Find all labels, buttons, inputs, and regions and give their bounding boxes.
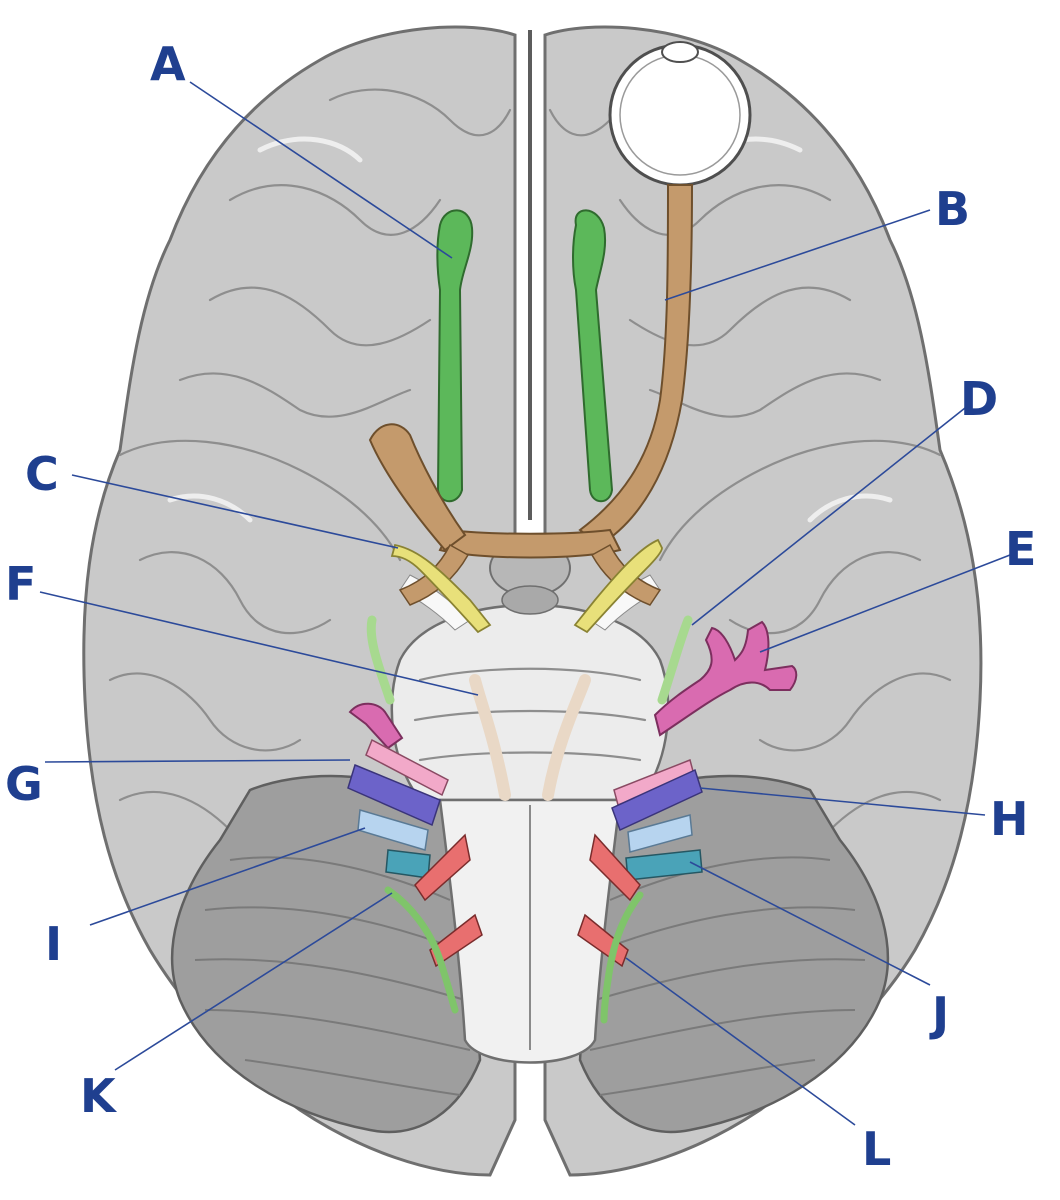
leader-k [114,892,393,1071]
left-facial-purple-band [347,763,441,827]
right-vagus-upper [589,833,641,902]
leader-j [689,861,931,986]
left-olfactory-bulb-tract [436,209,474,503]
eyeball [608,43,752,187]
gyrus-fold [828,790,942,832]
mammillary-body [501,585,559,615]
gyrus-fold [118,790,232,832]
folia [599,906,856,951]
left-vagus-upper [414,833,471,902]
label-j: J [929,987,949,1041]
right-lateral-sulcus [658,439,942,562]
label-f: F [5,557,36,611]
leader-g [44,759,351,763]
abducens-nerves [469,674,591,801]
right-oculomotor-nerve [573,538,663,634]
labels: A B C D E F G H I J K L [5,37,1036,1176]
gyrus-fold [228,184,442,236]
leader-i [89,827,366,926]
folia [244,1059,461,1096]
gyrus-fold [328,88,512,137]
right-trigeminal-nerve [653,620,798,737]
left-vestibulocochlear-band [357,809,429,851]
right-olfactory-bulb-tract [572,209,614,503]
olfactory-nerves [436,209,614,503]
optic-system [368,41,752,606]
gyrus-fold [628,286,852,347]
gyrus-fold [138,551,332,635]
leader-b [664,209,931,301]
label-b: B [935,182,970,236]
left-lateral-sulcus [118,439,402,562]
pons [390,603,670,802]
highlight [257,136,363,163]
brainstem [390,539,670,1064]
right-facial-purple-band [611,768,703,832]
trochlear-nerves [366,615,693,705]
highlight [807,493,893,523]
left-facial-pink-band [365,738,449,797]
leader-c [71,474,399,549]
folia [589,1009,856,1051]
left-trochlear-nerve [366,615,395,705]
gyrus-fold [108,672,302,752]
leader-h [699,787,986,816]
left-optic-nerve-stump [368,423,467,552]
leader-e [759,554,1011,653]
label-g: G [5,757,43,811]
left-vagus-lower [429,913,483,968]
leader-lines [39,81,1011,1126]
right-vestibulocochlear-band [627,814,693,853]
optic-chiasm [438,528,622,559]
leader-l [625,957,856,1126]
facial-vestibulocochlear-group [347,738,703,881]
cornea [661,41,699,63]
pons-striation [418,667,642,682]
label-h: H [990,792,1029,846]
folia [204,1009,471,1051]
gyrus-fold [178,372,412,418]
label-k: K [80,1069,118,1123]
left-abducens-nerve [469,674,511,801]
left-oculomotor-nerve [390,543,492,634]
left-trigeminal-nerve-stump [348,702,404,750]
left-accessory-nerve [384,886,459,1014]
label-a: A [150,37,186,91]
folia [194,958,466,1001]
right-trochlear-nerve [657,615,693,705]
gyrus-fold [618,184,832,236]
right-abducens-nerve [542,674,591,801]
trigeminal-nerves [348,620,798,750]
folia [599,1059,816,1096]
accessory-nerves [384,886,644,1024]
label-d: D [960,372,998,426]
gyrus-fold [208,286,432,347]
folia [594,958,866,1001]
oculomotor-nerves [390,538,663,634]
label-c: C [25,447,59,501]
label-e: E [1005,522,1036,576]
pons-striation [418,751,642,762]
leader-f [39,591,479,696]
pons-striation [413,709,647,722]
highlight [167,493,253,523]
gyrus-fold [758,672,952,752]
right-accessory-nerve [600,891,644,1024]
leader-d [691,407,966,626]
label-l: L [862,1122,891,1176]
label-i: I [45,917,62,971]
leader-a [189,81,453,259]
